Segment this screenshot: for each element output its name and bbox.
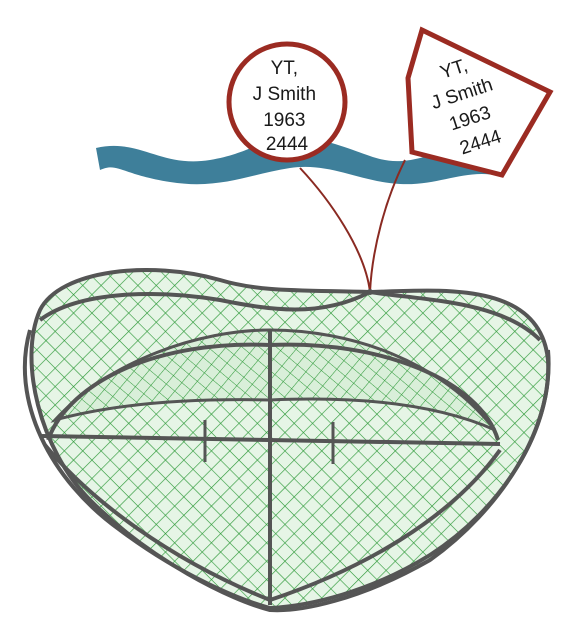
circle-tag-line-2: J Smith (253, 84, 316, 105)
rope-right (369, 159, 406, 293)
circle-tag-line-4: 2444 (266, 134, 309, 155)
circle-tag-line-3: 1963 (263, 110, 305, 131)
svg-text:YT, J Smith 1963: YT, J Smith 1963 2444 (253, 58, 322, 155)
rope-left (299, 167, 371, 293)
circle-tag: YT, J Smith 1963 2444 (226, 41, 348, 163)
pentagon-tag: YT, J Smith 1963 2444 (405, 26, 554, 178)
circle-tag-line-1: YT, (271, 58, 298, 79)
crab-pot-net-icon (22, 268, 551, 613)
